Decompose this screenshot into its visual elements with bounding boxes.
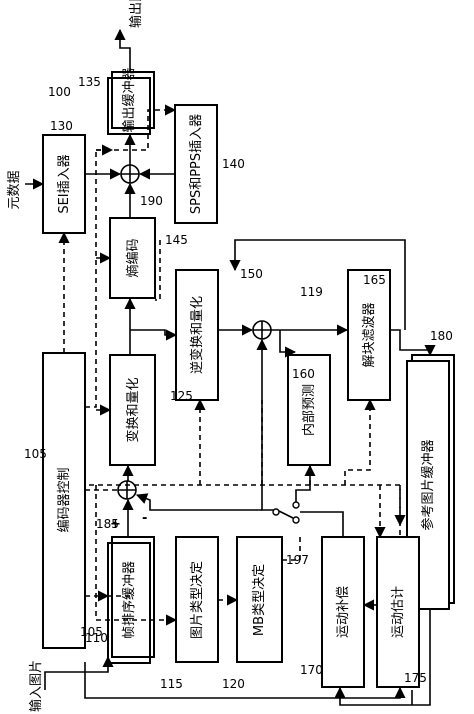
- motion-compensation-block: 运动补偿: [321, 536, 365, 688]
- ref-inverse-tq: 150: [240, 267, 263, 281]
- ref-picture-type: 115: [160, 677, 183, 691]
- entropy-coding-label: 熵编码: [125, 238, 141, 277]
- combiner-185-plus: +: [110, 517, 121, 532]
- motion-estimation-block: 运动估计: [376, 536, 420, 688]
- ref-encoder-control: 105: [80, 625, 103, 639]
- signal-lines: [25, 28, 436, 706]
- motion-estimation-label: 运动估计: [391, 586, 406, 638]
- ref-switch: 197: [286, 553, 309, 567]
- deblocking-filter-block: 解块滤波器: [347, 269, 391, 401]
- sei-inserter-label: SEI插入器: [57, 154, 72, 213]
- reference-picture-buffer-block: 参考图片缓冲器: [406, 354, 455, 610]
- ref-motion-comp: 170: [300, 663, 323, 677]
- ref-motion-est: 175: [404, 671, 427, 685]
- reference-picture-buffer-label: 参考图片缓冲器: [420, 439, 436, 530]
- ref-encoder-control-main: 105: [24, 447, 47, 461]
- frame-reorder-buffer-block: 帧排序缓冲器: [107, 536, 155, 664]
- frame-reorder-buffer-label: 帧排序缓冲器: [122, 561, 137, 639]
- entropy-coding-block: 熵编码: [109, 217, 156, 299]
- ref-entropy: 145: [165, 233, 188, 247]
- mb-type-decision-label: MB类型决定: [252, 564, 267, 636]
- ref-deblock: 165: [363, 273, 386, 287]
- ref-output-buffer: 135: [78, 75, 101, 89]
- combiner-185-minus: -: [142, 511, 147, 526]
- reference-numerals: 100 130 135 140 145 150 119 165 180 160 …: [24, 75, 453, 691]
- control-lines: [58, 104, 406, 626]
- ref-combiner-185: 185: [96, 517, 119, 531]
- inverse-transform-quant-block: 逆变换和量化: [175, 269, 219, 401]
- ref-sei: 130: [50, 119, 73, 133]
- transform-quant-block: 变换和量化: [109, 354, 156, 466]
- ref-frame-reorder: 110: [85, 631, 108, 645]
- sei-inserter-block: SEI插入器: [42, 134, 86, 234]
- figure-number: 100: [48, 85, 71, 99]
- inverse-transform-quant-label: 逆变换和量化: [189, 296, 205, 374]
- encoder-control-block: 编码器控制: [42, 352, 86, 649]
- ref-sps-pps: 140: [222, 157, 245, 171]
- intra-prediction-block: 内部预测: [287, 354, 331, 466]
- ref-intra: 160: [292, 367, 315, 381]
- output-bitstream-label: 输出比特流: [128, 0, 144, 28]
- ref-ref-buffer: 180: [430, 329, 453, 343]
- sps-pps-inserter-label: SPS和PPS插入器: [189, 114, 204, 214]
- deblocking-filter-label: 解块滤波器: [362, 302, 377, 367]
- picture-type-decision-block: 图片类型决定: [175, 536, 219, 663]
- ref-combiner-119: 119: [300, 285, 323, 299]
- intra-prediction-label: 内部预测: [301, 384, 317, 436]
- ref-mb-type: 120: [222, 677, 245, 691]
- output-buffer-label: 输出缓冲器: [121, 67, 137, 132]
- switch-197: [272, 501, 300, 524]
- combiner-190: [120, 164, 140, 184]
- input-picture-label: 输入图片: [28, 660, 44, 712]
- output-buffer-block: 输出缓冲器: [107, 67, 155, 135]
- sps-pps-inserter-block: SPS和PPS插入器: [174, 104, 218, 224]
- ref-combiner-190: 190: [140, 194, 163, 208]
- ref-transform: 125: [170, 389, 193, 403]
- encoder-control-label: 编码器控制: [57, 467, 72, 532]
- metadata-label: 元数据: [7, 170, 22, 209]
- combiner-119: [252, 320, 272, 340]
- picture-type-decision-label: 图片类型决定: [190, 561, 205, 639]
- mb-type-decision-block: MB类型决定: [236, 536, 283, 663]
- motion-compensation-label: 运动补偿: [336, 586, 351, 638]
- combiner-185: [117, 480, 137, 500]
- transform-quant-label: 变换和量化: [125, 377, 141, 442]
